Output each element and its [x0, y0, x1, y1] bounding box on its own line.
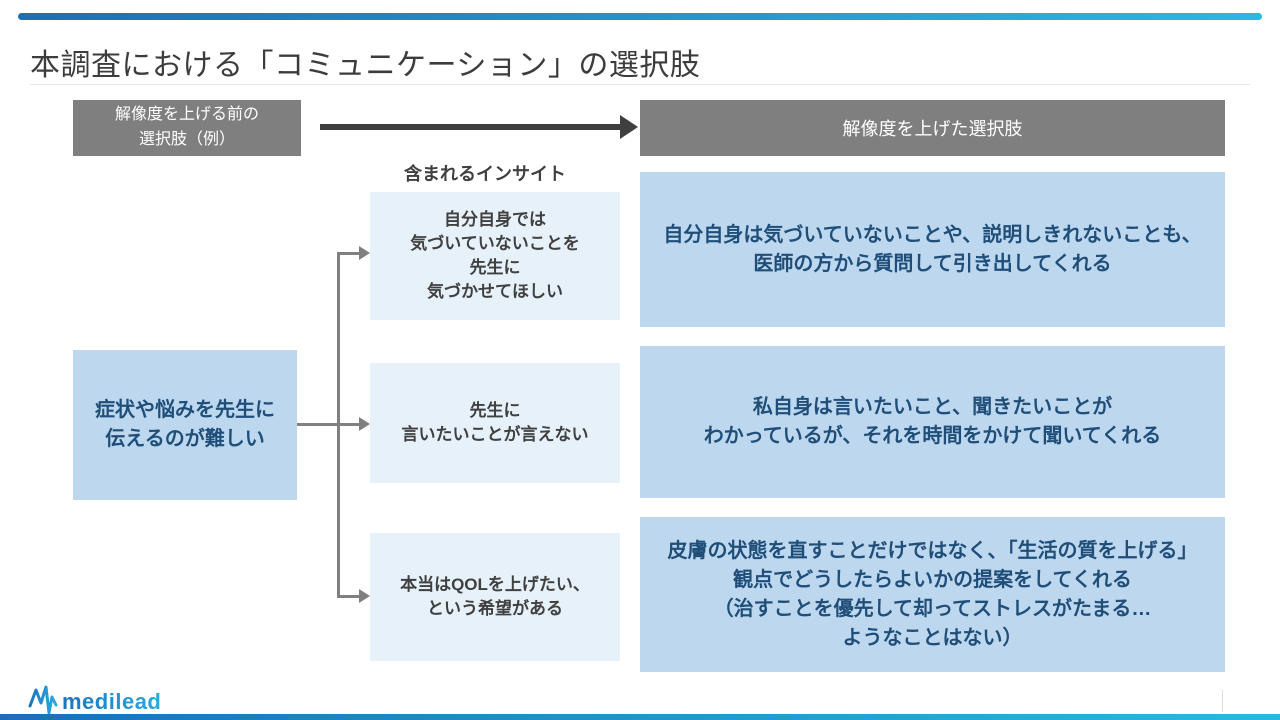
connector-stub: [297, 423, 337, 426]
detail-box-1: 自分自身は気づいていないことや、説明しきれないことも、 医師の方から質問して引き…: [640, 172, 1225, 327]
branch-arrowhead-icon-3: [359, 589, 370, 603]
resolution-arrow-line: [320, 124, 620, 130]
detail-box-2: 私自身は言いたいこと、聞きたいことが わかっているが、それを時間をかけて聞いてく…: [640, 346, 1225, 498]
page-title: 本調査における「コミュニケーション」の選択肢: [30, 49, 701, 82]
bottom-accent-bar: [0, 714, 1280, 720]
after-choices-header: 解像度を上げた選択肢: [640, 100, 1225, 156]
insight-box-2: 先生に 言いたいことが言えない: [370, 363, 620, 483]
title-divider: [30, 84, 1250, 85]
connector-branch-3: [337, 595, 360, 598]
connector-vertical: [337, 252, 340, 598]
insight-box-3: 本当はQOLを上げたい、 という希望がある: [370, 533, 620, 661]
top-accent-bar: [18, 13, 1262, 20]
insight-box-1: 自分自身では 気づいていないことを 先生に 気づかせてほしい: [370, 192, 620, 320]
detail-box-3: 皮膚の状態を直すことだけではなく、「生活の質を上げる」 観点でどうしたらよいかの…: [640, 517, 1225, 672]
source-choice-box: 症状や悩みを先生に 伝えるのが難しい: [73, 350, 297, 500]
insights-column-header: 含まれるインサイト: [404, 164, 566, 184]
connector-branch-1: [337, 252, 360, 255]
pulse-icon: [28, 685, 58, 715]
connector-branch-2: [340, 423, 360, 426]
resolution-arrow-head-icon: [620, 115, 638, 139]
logo-text: medilead: [62, 689, 161, 714]
medilead-logo: medilead: [28, 685, 161, 715]
branch-arrowhead-icon-1: [359, 246, 370, 260]
branch-arrowhead-icon-2: [359, 417, 370, 431]
before-choices-box: 解像度を上げる前の 選択肢（例）: [73, 100, 301, 156]
footer-divider: [1222, 690, 1223, 712]
